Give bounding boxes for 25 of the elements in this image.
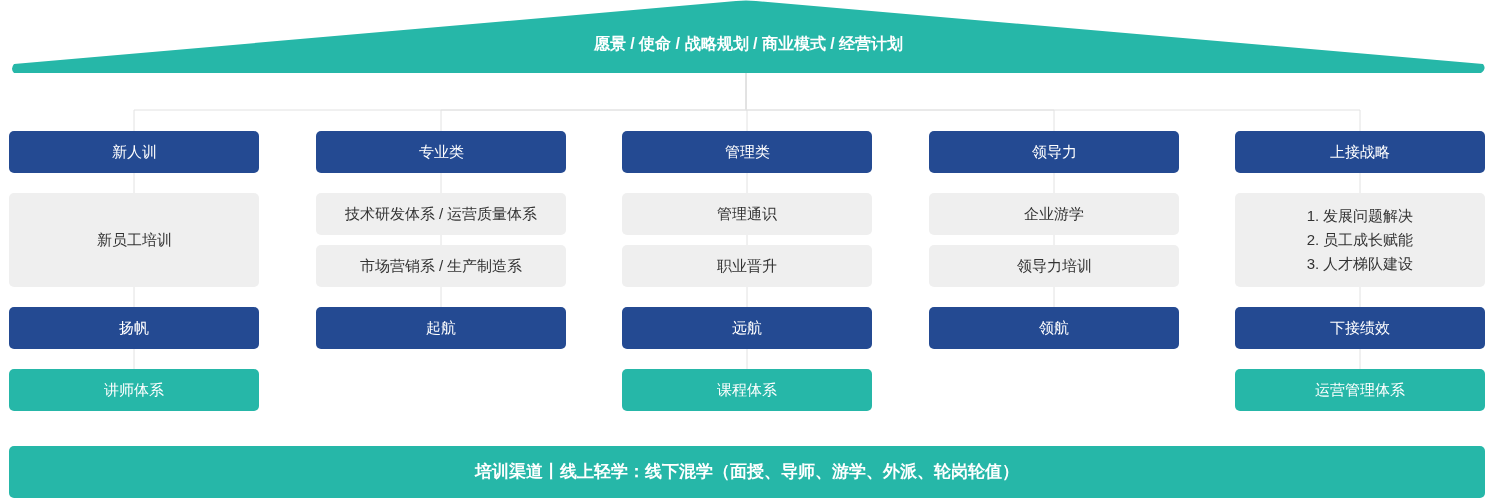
category-header: 专业类 bbox=[316, 131, 566, 173]
stage-box: 起航 bbox=[316, 307, 566, 349]
content-box: 技术研发体系 / 运营质量体系 bbox=[316, 193, 566, 235]
content-box: 市场营销系 / 生产制造系 bbox=[316, 245, 566, 287]
system-box: 课程体系 bbox=[622, 369, 872, 411]
stage-box: 远航 bbox=[622, 307, 872, 349]
list-item: 1. 发展问题解决 bbox=[1306, 206, 1414, 226]
system-box: 运营管理体系 bbox=[1235, 369, 1485, 411]
category-header: 上接战略 bbox=[1235, 131, 1485, 173]
content-box: 领导力培训 bbox=[929, 245, 1179, 287]
category-header: 管理类 bbox=[622, 131, 872, 173]
banner-text: 愿景 / 使命 / 战略规划 / 商业模式 / 经营计划 bbox=[593, 33, 904, 54]
content-box: 职业晋升 bbox=[622, 245, 872, 287]
channel-bar: 培训渠道丨线上轻学：线下混学（面授、导师、游学、外派、轮岗轮值） bbox=[9, 446, 1485, 498]
list-item: 2. 员工成长赋能 bbox=[1306, 230, 1414, 250]
list-item: 3. 人才梯队建设 bbox=[1306, 254, 1414, 274]
content-box: 企业游学 bbox=[929, 193, 1179, 235]
category-header: 新人训 bbox=[9, 131, 259, 173]
content-box: 新员工培训 bbox=[9, 193, 259, 287]
stage-box: 下接绩效 bbox=[1235, 307, 1485, 349]
category-header: 领导力 bbox=[929, 131, 1179, 173]
stage-box: 领航 bbox=[929, 307, 1179, 349]
system-box: 讲师体系 bbox=[9, 369, 259, 411]
stage-box: 扬帆 bbox=[9, 307, 259, 349]
content-box: 管理通识 bbox=[622, 193, 872, 235]
